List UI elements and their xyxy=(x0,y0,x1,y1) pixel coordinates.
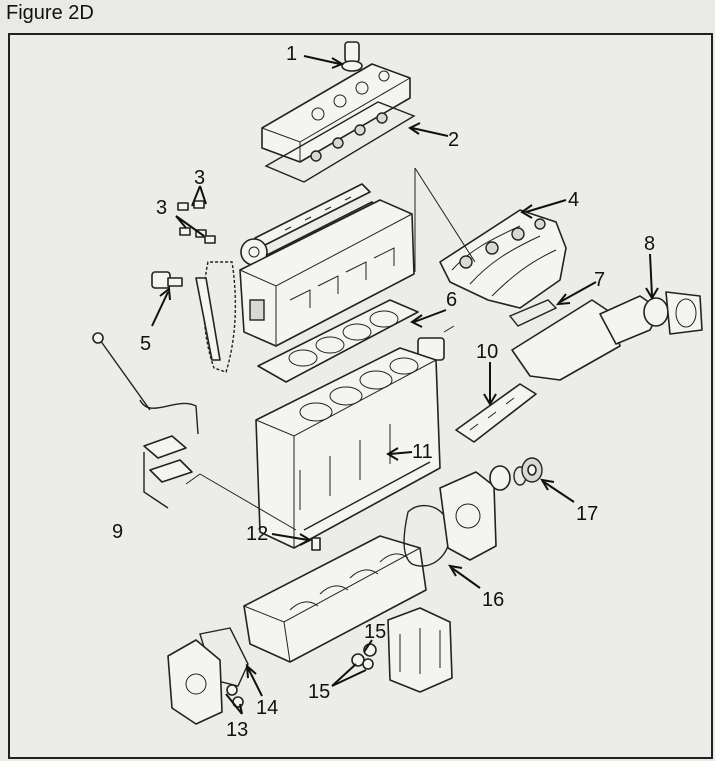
dipstick xyxy=(92,332,199,435)
throttle-body xyxy=(643,291,703,335)
callout-7: 7 xyxy=(594,269,605,291)
figure-title: Figure 2D xyxy=(6,2,94,24)
lower-crankcase xyxy=(243,535,427,663)
callout-10: 10 xyxy=(476,341,498,363)
timing-chain xyxy=(195,261,237,373)
callout-3-upper: 3 xyxy=(194,167,205,189)
callout-15-upper: 15 xyxy=(364,621,386,643)
vvt-solenoid xyxy=(151,271,183,289)
side-cover xyxy=(455,383,537,443)
callout-6: 6 xyxy=(446,289,457,311)
callout-14: 14 xyxy=(256,697,278,719)
callout-4: 4 xyxy=(568,189,579,211)
crank-pulley xyxy=(489,465,527,491)
callout-15-lower: 15 xyxy=(308,681,330,703)
front-cover-gasket xyxy=(403,504,451,567)
head-gasket xyxy=(257,299,419,383)
callout-2: 2 xyxy=(448,129,459,151)
oil-filler-cap xyxy=(341,41,363,72)
callout-11: 11 xyxy=(412,441,433,463)
gasket-connector xyxy=(185,473,297,531)
manifold-connector xyxy=(414,167,476,272)
throttle-gasket-7 xyxy=(508,299,558,327)
callout-12: 12 xyxy=(246,523,268,545)
front-cover xyxy=(439,471,497,561)
rear-housing xyxy=(387,607,453,693)
oil-seal xyxy=(521,457,543,483)
lower-manifold xyxy=(511,295,661,381)
callout-3-lower: 3 xyxy=(156,197,167,219)
intake-manifold xyxy=(439,209,567,309)
oil-pan-gasket xyxy=(303,461,431,531)
callout-8: 8 xyxy=(644,233,655,255)
small-gaskets xyxy=(143,435,193,509)
callout-9: 9 xyxy=(112,521,123,543)
cylinder-head xyxy=(239,199,415,347)
dowel-pin xyxy=(311,537,321,551)
valve-cover-gasket xyxy=(264,101,416,183)
oil-pump-housing xyxy=(167,639,223,725)
callout-16: 16 xyxy=(482,589,504,611)
valve-cover xyxy=(261,63,411,163)
callout-5: 5 xyxy=(140,333,151,355)
callout-arrows xyxy=(151,55,659,715)
callout-17: 17 xyxy=(576,503,598,525)
callout-13: 13 xyxy=(226,719,248,741)
callout-1: 1 xyxy=(286,43,297,65)
